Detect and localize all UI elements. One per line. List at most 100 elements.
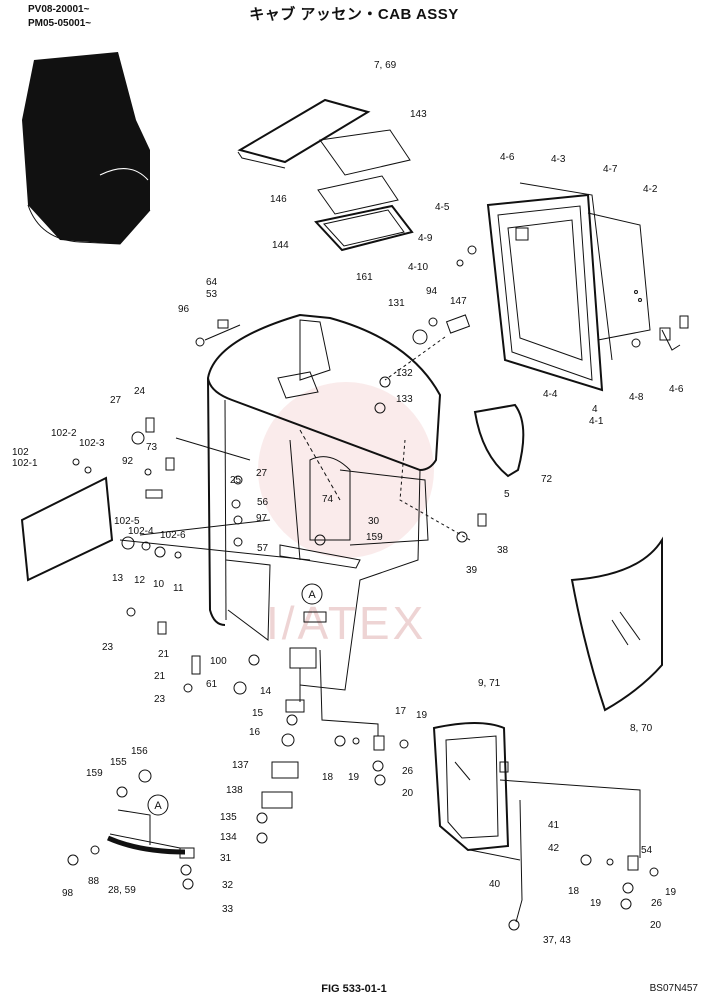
part-label: 138: [226, 785, 243, 796]
part-label: 97: [256, 513, 268, 524]
part-label: 53: [206, 289, 218, 300]
part-label: 56: [257, 497, 269, 508]
drawing-code: BS07N457: [649, 983, 698, 994]
part-label: 4-9: [418, 233, 433, 244]
part-label: 156: [131, 746, 148, 757]
part-label: 102-4: [128, 526, 154, 537]
part-label: 147: [450, 296, 467, 307]
part-label: 18: [322, 772, 334, 783]
rear-door-panel: [432, 722, 510, 852]
part-label: 102-2: [51, 428, 77, 439]
part-label: 23: [102, 642, 114, 653]
figure-number: FIG 533-01-1: [321, 983, 387, 995]
part-label: 15: [252, 708, 264, 719]
part-label: 23: [154, 694, 166, 705]
part-label: 94: [426, 286, 438, 297]
part-label: 134: [220, 832, 237, 843]
part-label: 159: [366, 532, 383, 543]
part-label: 144: [272, 240, 289, 251]
callout-marker-a-2: A: [147, 794, 169, 816]
callout-marker-a-1: A: [301, 583, 323, 605]
part-label: 96: [178, 304, 190, 315]
part-label: 133: [396, 394, 413, 405]
part-label: 159: [86, 768, 103, 779]
part-label: 9, 71: [478, 678, 501, 689]
part-label: 131: [388, 298, 405, 309]
part-label: 17: [395, 706, 407, 717]
part-label: 26: [651, 898, 663, 909]
watermark-logo: [258, 382, 434, 558]
part-label: 137: [232, 760, 249, 771]
part-label: 26: [402, 766, 414, 777]
part-label: 74: [322, 494, 334, 505]
part-label: 4-8: [629, 392, 644, 403]
part-label: 7, 69: [374, 60, 397, 71]
svg-text:A: A: [154, 800, 162, 812]
part-label: 4-6: [500, 152, 515, 163]
part-label: 40: [489, 879, 501, 890]
part-label: 72: [541, 474, 553, 485]
part-label: 37, 43: [543, 935, 571, 946]
part-label: 102: [12, 447, 29, 458]
part-label: 10: [153, 579, 165, 590]
serial-range-2: PM05-05001~: [28, 18, 92, 29]
part-label: 42: [548, 843, 560, 854]
part-label: 92: [122, 456, 134, 467]
page-title: キャブ アッセン・CAB ASSY: [249, 6, 459, 23]
part-label: 24: [134, 386, 146, 397]
part-label: 27: [110, 395, 122, 406]
part-label: 155: [110, 757, 127, 768]
part-label: 27: [256, 468, 268, 479]
left-window-glass: [20, 476, 114, 582]
part-label: 132: [396, 368, 413, 379]
part-label: 100: [210, 656, 227, 667]
hardware-parts: [67, 290, 689, 931]
part-label: 61: [206, 679, 218, 690]
part-label: 98: [62, 888, 74, 899]
part-label: 88: [88, 876, 100, 887]
part-label: 21: [154, 671, 166, 682]
part-label: 4-4: [543, 389, 558, 400]
part-label: 8, 70: [630, 723, 653, 734]
part-label: 20: [650, 920, 662, 931]
small-window-glass: [473, 403, 525, 478]
part-label: 18: [568, 886, 580, 897]
part-label: 28, 59: [108, 885, 136, 896]
part-label: 31: [220, 853, 232, 864]
part-label: 161: [356, 272, 373, 283]
part-label: 4-6: [669, 384, 684, 395]
part-label: 4-7: [603, 164, 618, 175]
part-label: 64: [206, 277, 218, 288]
part-label: 73: [146, 442, 158, 453]
part-label: 4-3: [551, 154, 566, 165]
part-label: 39: [466, 565, 478, 576]
part-label: 5: [504, 489, 510, 500]
part-label: 11: [173, 583, 184, 594]
part-label: 135: [220, 812, 237, 823]
part-label: 102-5: [114, 516, 140, 527]
part-label: 4-2: [643, 184, 658, 195]
part-label: 30: [368, 516, 380, 527]
part-label: 13: [112, 573, 124, 584]
part-label: 41: [548, 820, 560, 831]
part-label: 4-10: [408, 262, 428, 273]
part-label: 19: [416, 710, 428, 721]
part-label: 54: [641, 845, 653, 856]
part-label: 4: [592, 404, 598, 415]
part-label: 21: [158, 649, 170, 660]
part-label: 4-5: [435, 202, 450, 213]
part-label: 19: [348, 772, 360, 783]
part-label: 16: [249, 727, 261, 738]
part-label: 102-3: [79, 438, 105, 449]
part-label: 146: [270, 194, 287, 205]
part-label: 12: [134, 575, 146, 586]
part-label: 143: [410, 109, 427, 120]
part-label: 32: [222, 880, 234, 891]
front-window-glass: [570, 536, 663, 712]
svg-text:A: A: [308, 589, 316, 601]
watermark-text: I/ATEX: [266, 597, 427, 649]
part-label: 14: [260, 686, 272, 697]
part-label: 57: [257, 543, 269, 554]
roof-panel: [237, 98, 414, 252]
